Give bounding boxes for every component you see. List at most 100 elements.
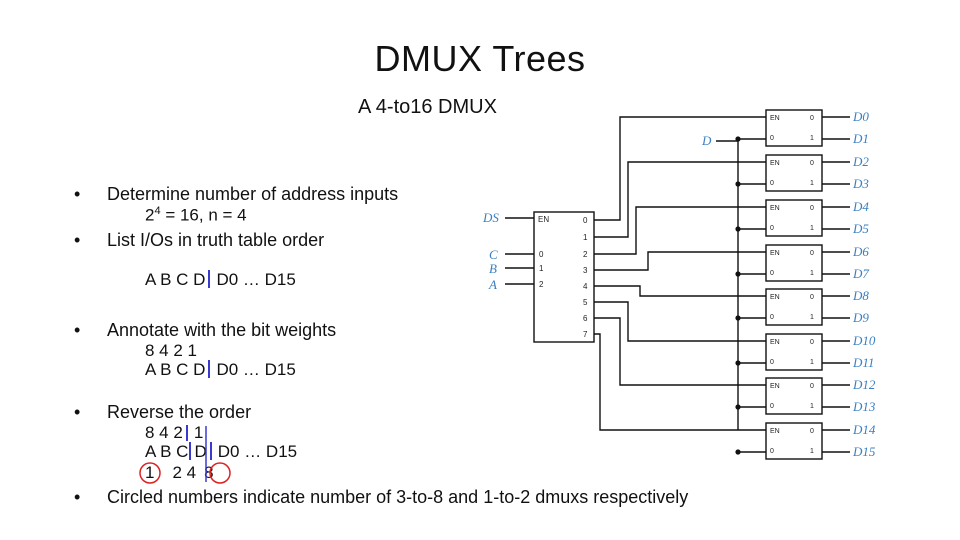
dmux-output-label: 3: [583, 266, 588, 275]
enable-wire: [594, 317, 766, 386]
dmux-input-label: 2: [539, 280, 544, 289]
box-output-label: 1: [810, 180, 814, 187]
enable-wire: [594, 333, 766, 431]
box-en-label: EN: [770, 205, 780, 212]
box-output-label: 0: [810, 250, 814, 257]
dmux-en-label: EN: [538, 215, 549, 224]
box-en-label: EN: [770, 339, 780, 346]
output-label: D4: [852, 199, 869, 214]
input-label-c: C: [489, 247, 498, 262]
bullet-dot: •: [74, 184, 81, 204]
box-output-label: 1: [810, 225, 814, 232]
equation-line: 24 = 16, n = 4: [145, 205, 247, 226]
dmux-input-label: 0: [539, 250, 544, 259]
dmux-output-label: 5: [583, 298, 588, 307]
circle-marker-one: [139, 462, 161, 484]
box-output-label: 1: [810, 314, 814, 321]
junction-dot: [735, 226, 741, 232]
separator: [185, 425, 188, 441]
box-output-label: 0: [810, 205, 814, 212]
box-en-label: EN: [770, 383, 780, 390]
bullet-dot: •: [74, 402, 81, 422]
box-input-label: 0: [770, 448, 774, 455]
dmux-1to2-box: [765, 244, 823, 282]
enable-wire: [594, 206, 766, 255]
box-en-label: EN: [770, 428, 780, 435]
enable-wire: [594, 251, 766, 271]
bullet-dot: •: [74, 320, 81, 340]
output-label: D10: [852, 333, 876, 348]
box-output-label: 1: [810, 403, 814, 410]
input-label-b: B: [489, 261, 497, 276]
order-right: D0 … D15: [216, 270, 296, 289]
input-label-d: D: [701, 133, 712, 148]
box-output-label: 0: [810, 115, 814, 122]
junction-dot: [735, 136, 741, 142]
output-label: D6: [852, 244, 869, 259]
enable-wire: [594, 116, 766, 221]
weights-line: 8 4 2 1: [145, 341, 197, 360]
dmux-1to2-box: [765, 333, 823, 371]
order-left: A B C D: [145, 270, 206, 289]
box-input-label: 0: [770, 270, 774, 277]
output-label: D1: [852, 131, 869, 146]
output-label: D3: [852, 176, 869, 191]
enable-wire: [594, 285, 766, 297]
rev-order-left: A B C: [145, 442, 189, 461]
rev-order-mid: D: [194, 442, 207, 461]
box-en-label: EN: [770, 250, 780, 257]
junction-dot: [735, 315, 741, 321]
separator: [208, 270, 211, 288]
output-label: D15: [852, 444, 876, 459]
box-en-label: EN: [770, 115, 780, 122]
input-label-ds: DS: [482, 210, 499, 225]
bullet-text: Reverse the order: [107, 402, 252, 422]
dmux-output-label: 4: [583, 282, 588, 291]
circled-one: 1: [145, 463, 155, 482]
output-label: D0: [852, 109, 869, 124]
dmux-output-label: 1: [583, 233, 588, 242]
circled-eight: 8: [204, 463, 214, 482]
bullet-text: List I/Os in truth table order: [107, 230, 325, 250]
output-label: D9: [852, 310, 869, 325]
output-label: D11: [852, 355, 874, 370]
bullet-dot: •: [74, 487, 81, 507]
box-input-label: 0: [770, 135, 774, 142]
box-output-label: 0: [810, 160, 814, 167]
dmux-output-label: 2: [583, 250, 588, 259]
dmux-1to2-box: [765, 199, 823, 237]
separator: [189, 442, 192, 460]
rev-order-right: D0 … D15: [217, 442, 298, 461]
equation-exponent: 4: [154, 205, 161, 217]
equation-rest: = 16, n = 4: [160, 205, 247, 225]
order-right: D0 … D15: [216, 360, 296, 379]
box-en-label: EN: [770, 294, 780, 301]
bullet-dot: •: [74, 230, 81, 250]
dmux-output-label: 7: [583, 330, 588, 339]
bullet-text: Determine number of address inputs: [107, 184, 399, 204]
output-label: D14: [852, 422, 876, 437]
dmux-3to8-box: [533, 211, 595, 343]
junction-dot: [735, 360, 741, 366]
output-label: D5: [852, 221, 869, 236]
box-output-label: 0: [810, 428, 814, 435]
circled-line: 1 2 4 8: [145, 463, 214, 483]
box-output-label: 1: [810, 270, 814, 277]
dmux-1to2-box: [765, 377, 823, 415]
junction-dot: [735, 181, 741, 187]
separator: [208, 360, 211, 378]
box-output-label: 0: [810, 294, 814, 301]
separator: [209, 442, 212, 460]
box-input-label: 0: [770, 359, 774, 366]
enable-wire: [594, 161, 766, 238]
box-input-label: 0: [770, 225, 774, 232]
rev-weights-left: 8 4 2: [145, 423, 183, 442]
output-label: D13: [852, 399, 876, 414]
output-label: D8: [852, 288, 869, 303]
output-label: D12: [852, 377, 876, 392]
enable-wire: [594, 301, 766, 342]
box-input-label: 0: [770, 403, 774, 410]
box-input-label: 0: [770, 180, 774, 187]
middle-numbers: 2 4: [172, 463, 197, 482]
rev-weights-right: 1: [193, 423, 204, 442]
